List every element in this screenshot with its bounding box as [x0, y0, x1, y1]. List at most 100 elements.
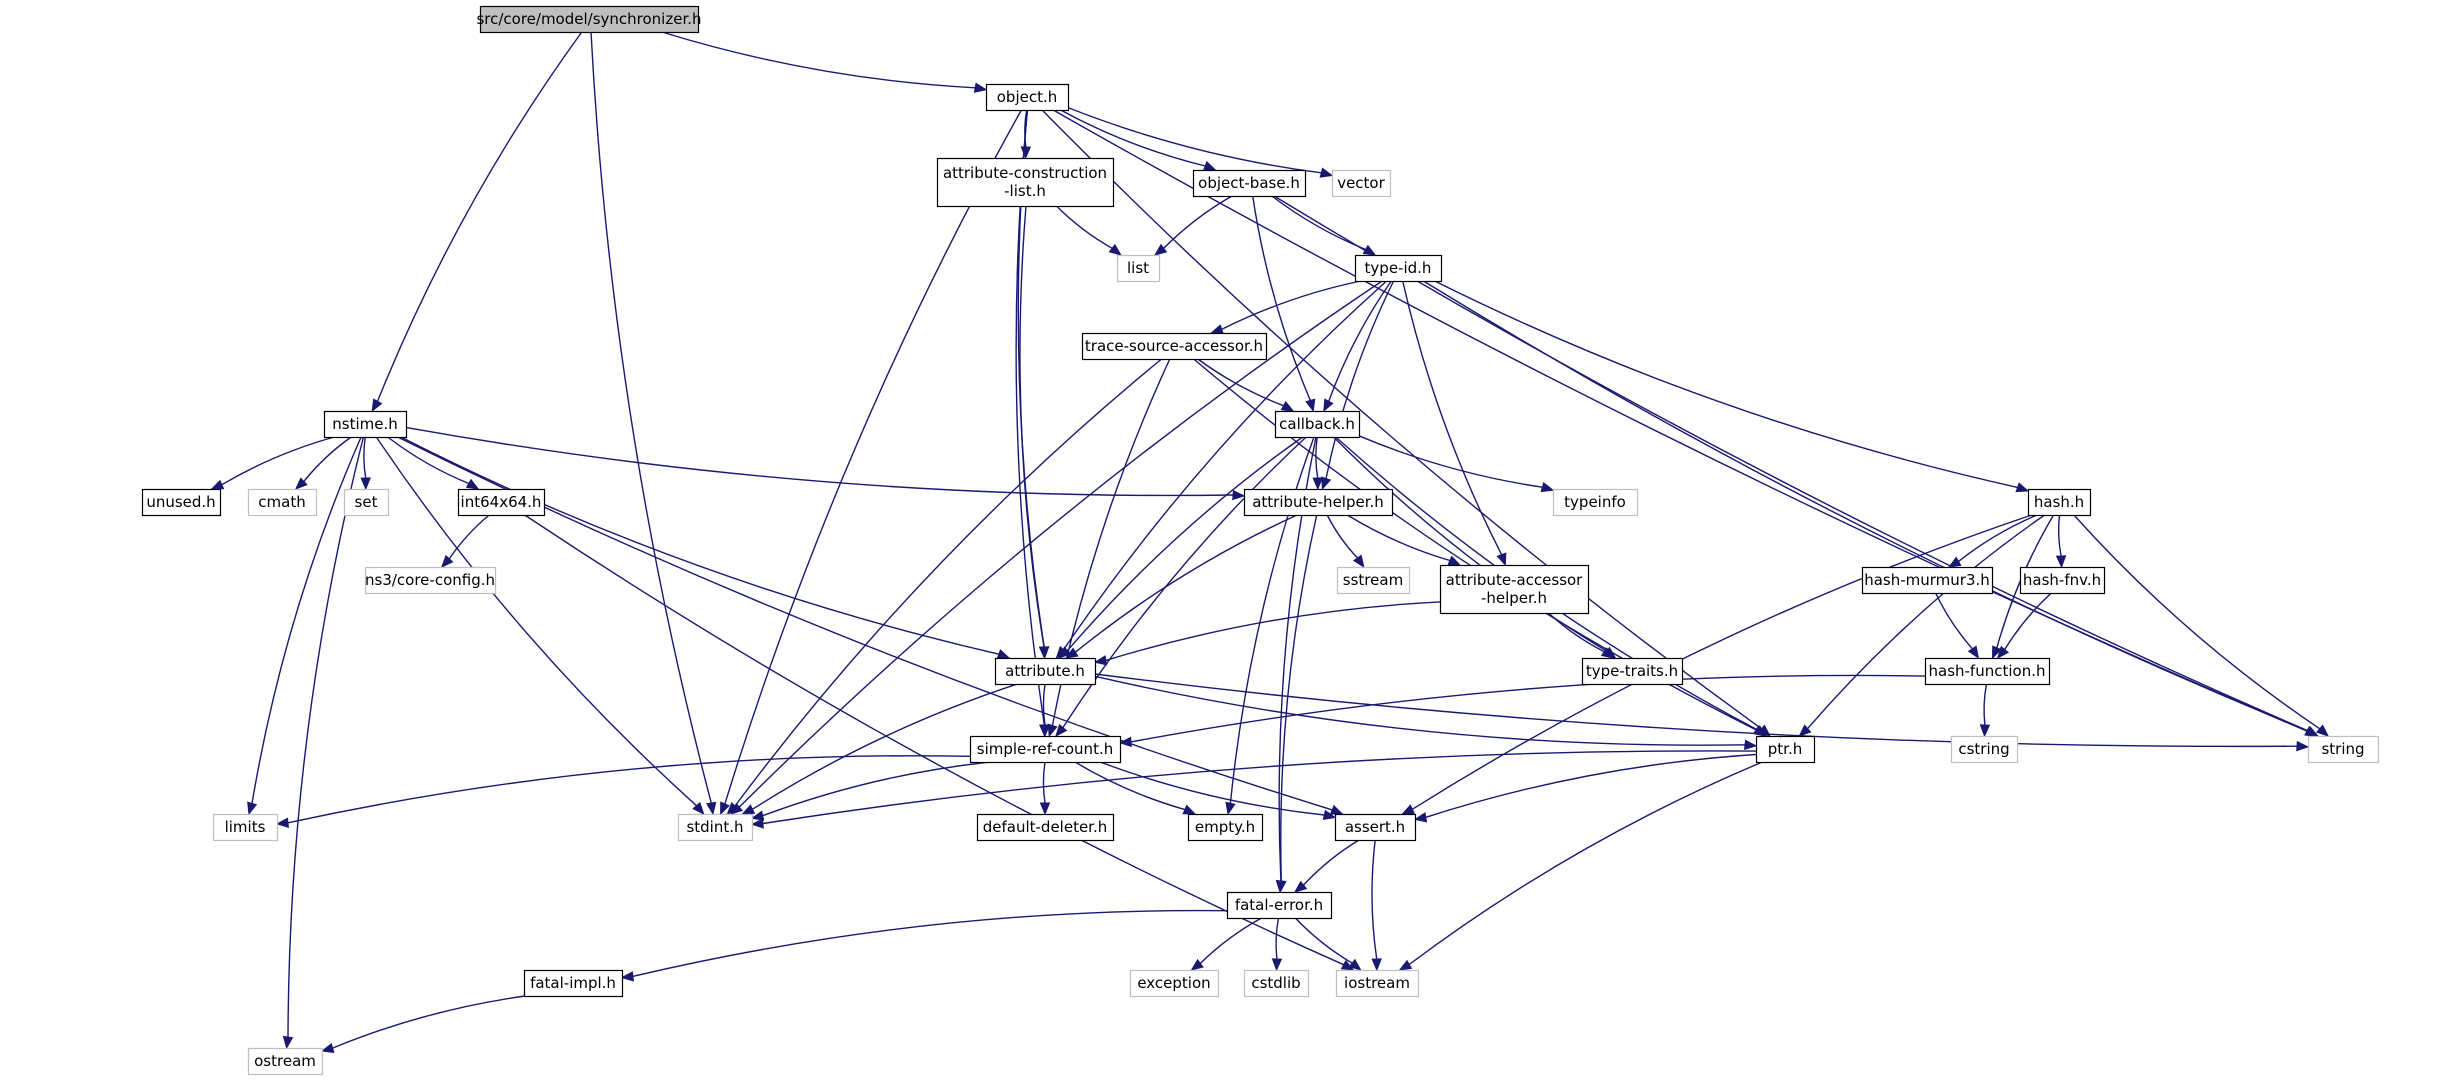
node-label: string	[2321, 740, 2364, 758]
node-label: type-id.h	[1365, 259, 1432, 277]
node-label: default-deleter.h	[983, 818, 1108, 836]
edge-int64-to-ns3cfg	[440, 514, 490, 568]
node-label: ns3/core-config.h	[365, 571, 495, 589]
node-fatalerr[interactable]: fatal-error.h	[1226, 891, 1333, 920]
edge-nstime-to-stdint	[375, 436, 705, 816]
node-label: iostream	[1344, 974, 1410, 992]
node-fnv[interactable]: hash-fnv.h	[2019, 566, 2106, 595]
node-box	[247, 1047, 324, 1076]
node-box	[323, 410, 408, 439]
node-label: object.h	[997, 88, 1058, 106]
edge-tsa-to-callback	[1197, 358, 1295, 412]
edge-attribute-to-string	[1094, 673, 2310, 752]
node-label: object-base.h	[1198, 174, 1300, 192]
node-label: simple-ref-count.h	[977, 740, 1113, 758]
edge-attrhelper-to-aah	[1346, 514, 1462, 566]
node-hashfn[interactable]: hash-function.h	[1924, 657, 2051, 686]
node-label: fatal-error.h	[1235, 896, 1323, 914]
node-ptr[interactable]: ptr.h	[1755, 735, 1816, 764]
edge-callback-to-attribute	[1058, 436, 1304, 659]
node-label: nstime.h	[332, 415, 398, 433]
node-string: string	[2307, 735, 2380, 764]
node-box	[1335, 969, 1420, 998]
node-tsa[interactable]: trace-source-accessor.h	[1081, 332, 1268, 361]
node-assert[interactable]: assert.h	[1334, 813, 1417, 842]
edge-attrhelper-to-attribute	[1064, 514, 1298, 659]
node-objbase[interactable]: object-base.h	[1192, 169, 1307, 198]
node-label: attribute-construction	[943, 164, 1107, 182]
node-box	[1129, 969, 1220, 998]
node-hash[interactable]: hash.h	[2027, 488, 2092, 517]
node-attrcons[interactable]: attribute-construction-list.h	[936, 157, 1115, 208]
node-ns3cfg: ns3/core-config.h	[364, 566, 497, 595]
node-label: assert.h	[1345, 818, 1405, 836]
node-label: attribute-accessor	[1446, 571, 1584, 589]
node-exception: exception	[1129, 969, 1220, 998]
edge-fnv-to-hashfn	[1996, 592, 2052, 660]
edge-src-to-stdint	[750, 761, 991, 821]
node-label: stdint.h	[686, 818, 743, 836]
node-typetraits[interactable]: type-traits.h	[1581, 657, 1684, 686]
node-typeinfo: typeinfo	[1552, 488, 1639, 517]
edge-hashfn-to-cstring	[1979, 683, 1991, 738]
node-dd[interactable]: default-deleter.h	[976, 813, 1115, 842]
edge-typeid-to-callback	[1323, 280, 1392, 413]
edge-callback-to-empty	[1225, 436, 1315, 816]
edge-typeid-to-string	[1423, 280, 2319, 737]
edge-int64-to-iostream	[524, 514, 1355, 971]
node-object[interactable]: object.h	[985, 83, 1070, 112]
node-box	[936, 157, 1115, 208]
edge-attrcons-to-attribute	[1019, 205, 1050, 660]
node-aah[interactable]: attribute-accessor-helper.h	[1439, 564, 1590, 615]
edge-root-to-nstime	[371, 31, 583, 413]
node-label: hash-function.h	[1929, 662, 2046, 680]
edge-nstime-to-limits	[247, 436, 362, 816]
node-root[interactable]: src/core/model/synchronizer.h	[476, 5, 702, 34]
edge-ptr-to-assert	[1413, 753, 1757, 823]
edge-callback-to-typeinfo	[1358, 435, 1555, 493]
edge-attribute-to-ptr	[1094, 675, 1758, 750]
node-label: cstring	[1958, 740, 2009, 758]
node-attrhelper[interactable]: attribute-helper.h	[1243, 488, 1394, 517]
node-box	[985, 83, 1070, 112]
node-nstime[interactable]: nstime.h	[323, 410, 408, 439]
node-box	[1439, 564, 1590, 615]
edge-object-to-ptr	[1041, 109, 1771, 737]
node-box	[1081, 332, 1268, 361]
node-typeid[interactable]: type-id.h	[1354, 254, 1443, 283]
edge-callback-to-attrhelper	[1312, 436, 1323, 491]
node-box	[1924, 657, 2051, 686]
node-label: attribute-helper.h	[1252, 493, 1384, 511]
node-attribute[interactable]: attribute.h	[994, 657, 1097, 686]
edge-hash-to-string	[2073, 514, 2330, 737]
edge-nstime-to-cmath	[294, 436, 352, 490]
node-src[interactable]: simple-ref-count.h	[969, 735, 1122, 764]
node-box	[1243, 488, 1394, 517]
node-empty[interactable]: empty.h	[1187, 813, 1264, 842]
edge-root-to-object	[661, 31, 988, 93]
node-int64[interactable]: int64x64.h	[457, 488, 546, 517]
node-label: hash-murmur3.h	[1864, 571, 1990, 589]
edge-attrhelper-to-fatalerr	[1276, 514, 1318, 894]
node-label: int64x64.h	[461, 493, 542, 511]
edge-callback-to-src	[1055, 436, 1307, 738]
edge-assert-to-fatalerr	[1293, 839, 1360, 893]
node-box	[1334, 813, 1417, 842]
node-box	[1552, 488, 1639, 517]
node-cstdlib: cstdlib	[1243, 969, 1310, 998]
node-box	[677, 813, 754, 842]
node-box	[1331, 169, 1392, 198]
edge-object-to-stdint	[720, 109, 1023, 816]
node-murmur[interactable]: hash-murmur3.h	[1861, 566, 1994, 595]
node-unused[interactable]: unused.h	[141, 488, 222, 517]
edge-objbase-to-callback	[1252, 195, 1316, 413]
node-fatalimpl[interactable]: fatal-impl.h	[523, 969, 624, 998]
node-box	[976, 813, 1115, 842]
node-label: set	[355, 493, 378, 511]
node-callback[interactable]: callback.h	[1274, 410, 1361, 439]
node-label: unused.h	[146, 493, 215, 511]
node-box	[2027, 488, 2092, 517]
node-label: callback.h	[1279, 415, 1355, 433]
node-box	[969, 735, 1122, 764]
edge-typeid-to-hash	[1434, 280, 2030, 493]
